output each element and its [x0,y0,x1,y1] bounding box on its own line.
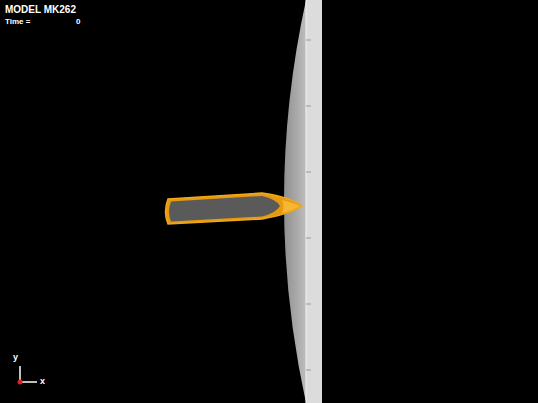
bullet-jacket [166,193,303,224]
time-value: 0 [76,18,80,26]
time-label: Time = [5,18,30,26]
bullet-tip [282,200,300,213]
model-title: MODEL MK262 [5,5,76,15]
mesh-ticks [306,40,311,370]
axis-label: y [13,353,18,362]
axis-label: x [40,377,45,386]
plate-edge [306,0,307,403]
bullet-core [169,196,280,222]
target-plate [306,0,322,403]
axis-triad [18,366,38,385]
